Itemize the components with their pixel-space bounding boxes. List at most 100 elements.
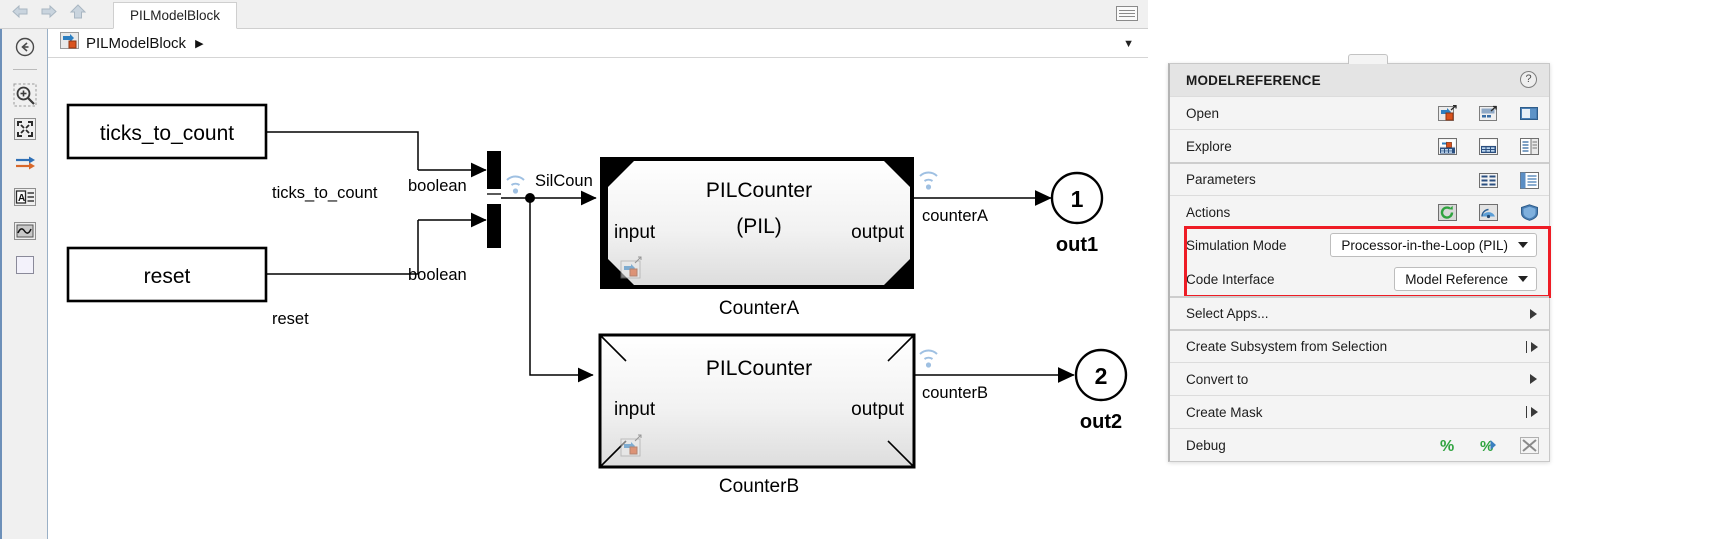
breadcrumb: PILModelBlock ▶ ▼ — [48, 29, 1148, 58]
block-parameters-icon[interactable] — [1479, 172, 1498, 189]
code-interface-dropdown[interactable]: Model Reference — [1394, 267, 1537, 291]
signal-label-countera: counterA — [922, 207, 988, 225]
model-reference-badge-icon — [620, 434, 642, 457]
constant-block-label: reset — [144, 265, 191, 288]
annotation-icon[interactable]: A — [13, 185, 37, 209]
subsystem-inport-label: input — [614, 222, 656, 243]
menu-item-icons: % % — [1438, 429, 1539, 462]
fit-to-view-icon[interactable] — [13, 117, 37, 141]
svg-text:%: % — [1440, 438, 1454, 454]
breadcrumb-dropdown-icon[interactable]: ▼ — [1123, 38, 1134, 50]
model-advisor-icon[interactable] — [1520, 204, 1539, 221]
signal-line-bus[interactable] — [501, 190, 597, 383]
breakpoint-icon[interactable] — [1520, 437, 1539, 454]
open-in-new-window-icon[interactable] — [1520, 105, 1539, 122]
menu-item-icons — [1438, 97, 1539, 130]
constant-block-reset[interactable]: reset — [66, 246, 268, 303]
subsystem-title-line2: (PIL) — [736, 215, 782, 238]
menu-item-explore[interactable]: Explore — [1170, 129, 1549, 162]
outport-number: 2 — [1095, 363, 1108, 389]
breadcrumb-caret-icon: ▶ — [195, 37, 204, 50]
back-arrow-icon[interactable] — [10, 3, 30, 20]
model-reference-badge-icon — [620, 256, 642, 279]
step-icon[interactable]: % — [1479, 437, 1498, 455]
bus-creator-block[interactable] — [487, 151, 501, 248]
zoom-in-icon[interactable] — [13, 83, 37, 107]
menu-item-label: Explore — [1186, 138, 1232, 154]
open-as-top-model-icon[interactable] — [1479, 105, 1498, 122]
percent-icon[interactable]: % — [1438, 437, 1457, 455]
menu-item-open[interactable]: Open — [1170, 96, 1549, 129]
refresh-icon[interactable] — [1438, 204, 1457, 221]
signal-line-ticks-to-count[interactable] — [266, 131, 487, 178]
field-label: Code Interface — [1186, 271, 1275, 287]
menu-item-icons — [1438, 196, 1539, 229]
menu-item-icons — [1438, 130, 1539, 163]
subsystem-outport-label: output — [851, 222, 905, 243]
menu-item-select-apps[interactable]: Select Apps... — [1170, 296, 1549, 329]
context-menu-tab-stub — [1348, 54, 1388, 66]
subsystem-outport-label: output — [851, 399, 905, 420]
update-diagram-icon[interactable] — [1479, 204, 1498, 221]
wireless-signal-badge-countera — [919, 171, 938, 190]
menu-item-create-subsystem[interactable]: Create Subsystem from Selection — [1170, 329, 1549, 362]
menu-item-label: Create Subsystem from Selection — [1186, 339, 1388, 354]
left-toolbar: A — [0, 29, 48, 539]
constant-block-label: ticks_to_count — [100, 122, 234, 145]
wireless-signal-badge-counterb — [919, 349, 938, 368]
field-code-interface[interactable]: Code Interface Model Reference — [1170, 262, 1549, 296]
code-interface-value: Model Reference — [1405, 271, 1508, 287]
outport-number: 1 — [1071, 186, 1084, 212]
subsystem-name-countera: CounterA — [719, 298, 800, 319]
forward-arrow-icon[interactable] — [39, 3, 59, 20]
menu-item-icons — [1479, 164, 1539, 197]
model-dependency-icon[interactable] — [1520, 138, 1539, 155]
subsystem-block-counterb[interactable]: PILCounter input output — [598, 333, 916, 469]
menu-item-debug[interactable]: Debug % % — [1170, 428, 1549, 461]
signal-line-reset[interactable] — [266, 212, 487, 275]
help-icon[interactable]: ? — [1520, 71, 1537, 88]
tab-pilmodelblock[interactable]: PILModelBlock — [113, 2, 238, 29]
area-icon[interactable] — [13, 253, 37, 277]
outport-label: out2 — [1080, 411, 1122, 433]
menu-item-create-mask[interactable]: Create Mask — [1170, 395, 1549, 428]
menu-item-label: Select Apps... — [1186, 306, 1269, 321]
model-data-editor-icon[interactable] — [1479, 138, 1498, 155]
svg-text:A: A — [18, 193, 25, 204]
menu-item-label: Convert to — [1186, 371, 1249, 387]
subsystem-inport-label: input — [614, 399, 656, 420]
navigate-back-icon[interactable] — [13, 35, 37, 59]
submenu-arrow-icon — [1530, 309, 1537, 319]
wireless-signal-badge-bus — [506, 175, 525, 194]
signal-routing-icon[interactable] — [13, 151, 37, 175]
tab-strip: PILModelBlock — [0, 0, 1148, 29]
model-properties-icon[interactable] — [1520, 172, 1539, 189]
menu-item-label: Create Mask — [1186, 404, 1263, 420]
scope-icon[interactable] — [13, 219, 37, 243]
up-arrow-icon[interactable] — [68, 3, 88, 20]
subsystem-block-countera[interactable]: PILCounter (PIL) input output — [600, 157, 914, 289]
outport-block-out1[interactable]: 1 out1 — [1050, 171, 1104, 256]
constant-block-ticks-to-count[interactable]: ticks_to_count — [66, 103, 268, 160]
subsystem-name-counterb: CounterB — [719, 476, 799, 497]
subsystem-title-line1: PILCounter — [706, 357, 812, 380]
model-explorer-icon[interactable] — [1438, 138, 1457, 155]
panel-toggle-icon[interactable] — [1116, 6, 1138, 21]
context-menu-title: MODELREFERENCE — [1186, 72, 1321, 88]
menu-item-convert-to[interactable]: Convert to — [1170, 362, 1549, 395]
breadcrumb-label[interactable]: PILModelBlock — [86, 34, 187, 52]
menu-item-parameters[interactable]: Parameters — [1170, 162, 1549, 195]
signal-label-counterb: counterB — [922, 384, 988, 402]
field-label: Simulation Mode — [1186, 237, 1287, 253]
modelreference-context-menu[interactable]: MODELREFERENCE ? Open — [1168, 54, 1551, 462]
outport-block-out2[interactable]: 2 out2 — [1074, 348, 1128, 433]
field-simulation-mode[interactable]: Simulation Mode Processor-in-the-Loop (P… — [1170, 228, 1549, 262]
navigation-arrows — [10, 3, 88, 20]
submenu-arrow-icon — [1526, 341, 1538, 353]
signal-type-label-boolean-bottom: boolean — [408, 266, 467, 284]
model-canvas[interactable]: ticks_to_count reset ticks_to_count rese… — [48, 58, 1148, 539]
chevron-down-icon — [1518, 276, 1528, 282]
simulation-mode-dropdown[interactable]: Processor-in-the-Loop (PIL) — [1330, 233, 1537, 257]
menu-item-actions[interactable]: Actions — [1170, 195, 1549, 228]
open-model-icon[interactable] — [1438, 104, 1457, 122]
